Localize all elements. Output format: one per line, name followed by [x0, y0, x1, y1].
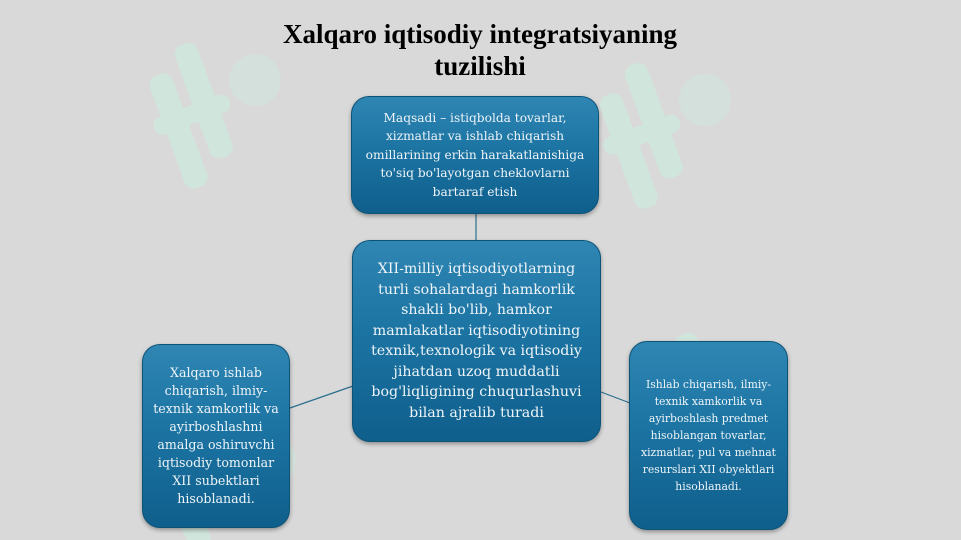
connector-right-center	[600, 391, 631, 404]
subjects-node: Xalqaro ishlab chiqarish, ilmiy-texnik x…	[142, 344, 290, 528]
objects-node-text: Ishlab chiqarish, ilmiy-texnik xamkorlik…	[640, 378, 776, 493]
diagram-title-line1: Xalqaro iqtisodiy integratsiyaning	[282, 19, 678, 49]
diagram-title-line2: tuzilishi	[434, 51, 526, 81]
goal-node: Maqsadi – istiqbolda tovarlar, xizmatlar…	[351, 96, 599, 214]
definition-node: XII-milliy iqtisodiyotlarning turli soha…	[352, 240, 601, 442]
subjects-node-text: Xalqaro ishlab chiqarish, ilmiy-texnik x…	[153, 365, 279, 506]
definition-node-text: XII-milliy iqtisodiyotlarning turli soha…	[371, 261, 582, 421]
objects-node: Ishlab chiqarish, ilmiy-texnik xamkorlik…	[629, 341, 788, 530]
connector-left-center	[289, 385, 354, 409]
goal-node-text: Maqsadi – istiqbolda tovarlar, xizmatlar…	[365, 110, 585, 199]
diagram-title: Xalqaro iqtisodiy integratsiyaning tuzil…	[180, 18, 780, 82]
